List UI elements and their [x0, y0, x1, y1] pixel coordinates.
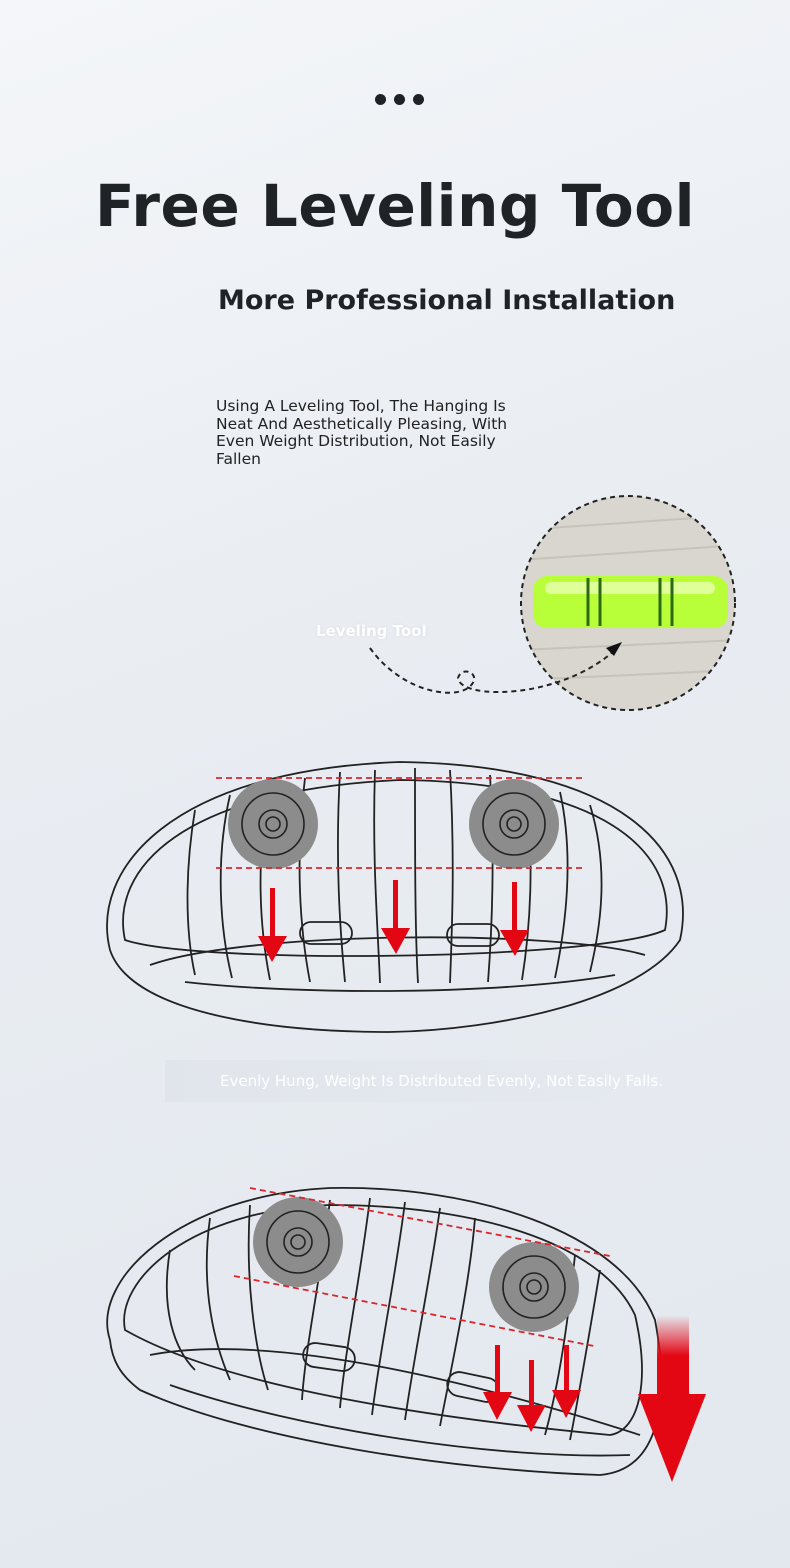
- dial-icon: [469, 779, 559, 869]
- tilt-guide-line: [249, 1187, 611, 1257]
- dashed-arrow: [369, 647, 616, 694]
- large-down-arrow-icon: [638, 1315, 706, 1482]
- caption-text: Evenly Hung, Weight Is Distributed Evenl…: [220, 1072, 664, 1090]
- tilted-basket-illustration: [106, 1187, 706, 1482]
- page-subtitle: More Professional Installation: [218, 285, 676, 316]
- down-arrow-icon: [258, 880, 529, 962]
- level-basket-illustration: [106, 761, 684, 1033]
- down-arrow-icon: [483, 1345, 581, 1432]
- leveling-tool-photo: [521, 496, 735, 710]
- dial-icon: [253, 1197, 343, 1287]
- page-title: Free Leveling Tool: [94, 172, 696, 240]
- leveling-tool-callout: [369, 495, 736, 711]
- more-dots-icon: [375, 94, 424, 105]
- callout-label: Leveling Tool: [316, 622, 427, 640]
- description-text: Using A Leveling Tool, The Hanging Is Ne…: [216, 397, 508, 468]
- tilt-guide-line: [233, 1275, 595, 1347]
- dial-icon: [489, 1242, 579, 1332]
- caption-background: [165, 1060, 635, 1102]
- dial-icon: [228, 779, 318, 869]
